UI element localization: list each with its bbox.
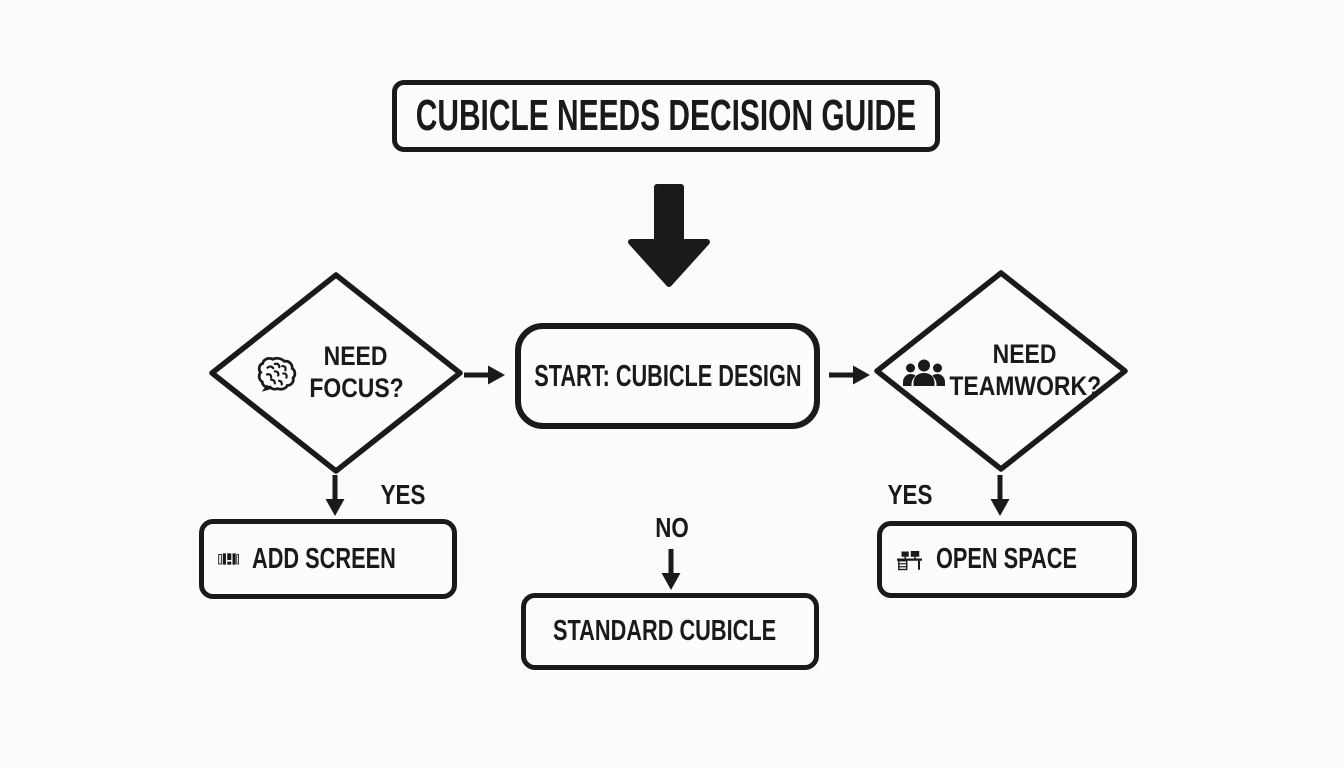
desk-monitors-icon [896, 550, 922, 570]
arrow-start-no-icon [661, 549, 681, 590]
arrow-teamwork-yes-icon [990, 475, 1010, 516]
arrow-focus-yes-icon [325, 475, 345, 516]
title-box: CUBICLE NEEDS DECISION GUIDE [392, 80, 940, 152]
arrow-focus-to-start-icon [464, 365, 505, 385]
edge-label-focus-yes: YES [380, 479, 426, 510]
start-node-label: START: CUBICLE DESIGN [533, 358, 802, 393]
decision-need-teamwork-label: NEED TEAMWORK? [949, 339, 1101, 401]
start-node: START: CUBICLE DESIGN [515, 323, 820, 429]
diamond-shape [874, 270, 1128, 472]
result-standard-cubicle-label: STANDARD CUBICLE [553, 615, 777, 647]
result-open-space: OPEN SPACE [877, 521, 1137, 598]
big-down-arrow-icon [628, 184, 710, 287]
page-title: CUBICLE NEEDS DECISION GUIDE [415, 91, 917, 140]
diamond-shape [209, 272, 463, 474]
people-group-icon [903, 359, 945, 386]
decision-need-focus: NEED FOCUS? [207, 270, 465, 476]
result-add-screen-label: ADD SCREEN [252, 542, 397, 575]
result-standard-cubicle: STANDARD CUBICLE [521, 593, 819, 670]
privacy-screen-icon [218, 553, 239, 565]
result-add-screen: ADD SCREEN [199, 519, 457, 599]
result-open-space-label: OPEN SPACE [935, 543, 1077, 575]
decision-need-focus-label: NEED FOCUS? [308, 341, 404, 403]
brain-icon [257, 356, 297, 392]
edge-label-start-no: NO [655, 512, 689, 543]
arrow-start-to-teamwork-icon [829, 365, 870, 385]
edge-label-teamwork-yes: YES [887, 479, 933, 510]
decision-need-teamwork: NEED TEAMWORK? [872, 268, 1130, 474]
